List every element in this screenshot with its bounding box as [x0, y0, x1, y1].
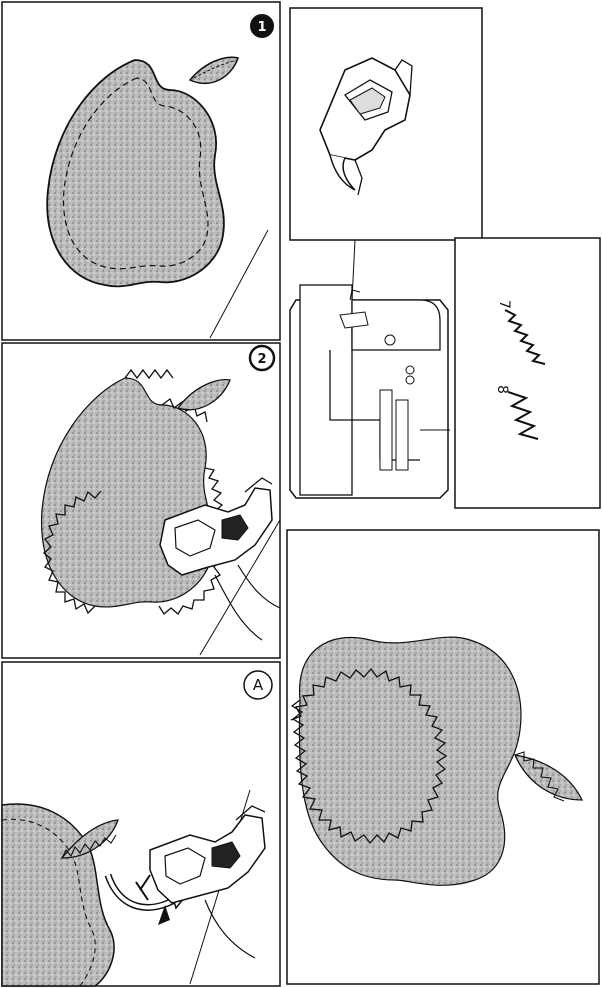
- sewing-machine-icon: [290, 285, 450, 498]
- stitch-selection-panel: 7 8: [455, 238, 600, 508]
- step-badge-2: 2: [250, 346, 274, 370]
- svg-text:7: 7: [496, 300, 512, 309]
- panel-step-2: 2: [2, 343, 280, 658]
- panel-step-3: A: [2, 662, 280, 986]
- step-badge-1: 1: [250, 14, 274, 38]
- panel-step-1: 1: [2, 2, 280, 340]
- svg-text:1: 1: [257, 20, 266, 35]
- step-badge-a: A: [244, 671, 272, 699]
- panel-finished: [287, 530, 599, 984]
- svg-text:8: 8: [494, 385, 510, 394]
- svg-text:2: 2: [257, 352, 266, 367]
- svg-text:A: A: [253, 676, 264, 694]
- apple-applique-icon: [291, 637, 521, 885]
- presser-foot-closeup: [290, 8, 482, 300]
